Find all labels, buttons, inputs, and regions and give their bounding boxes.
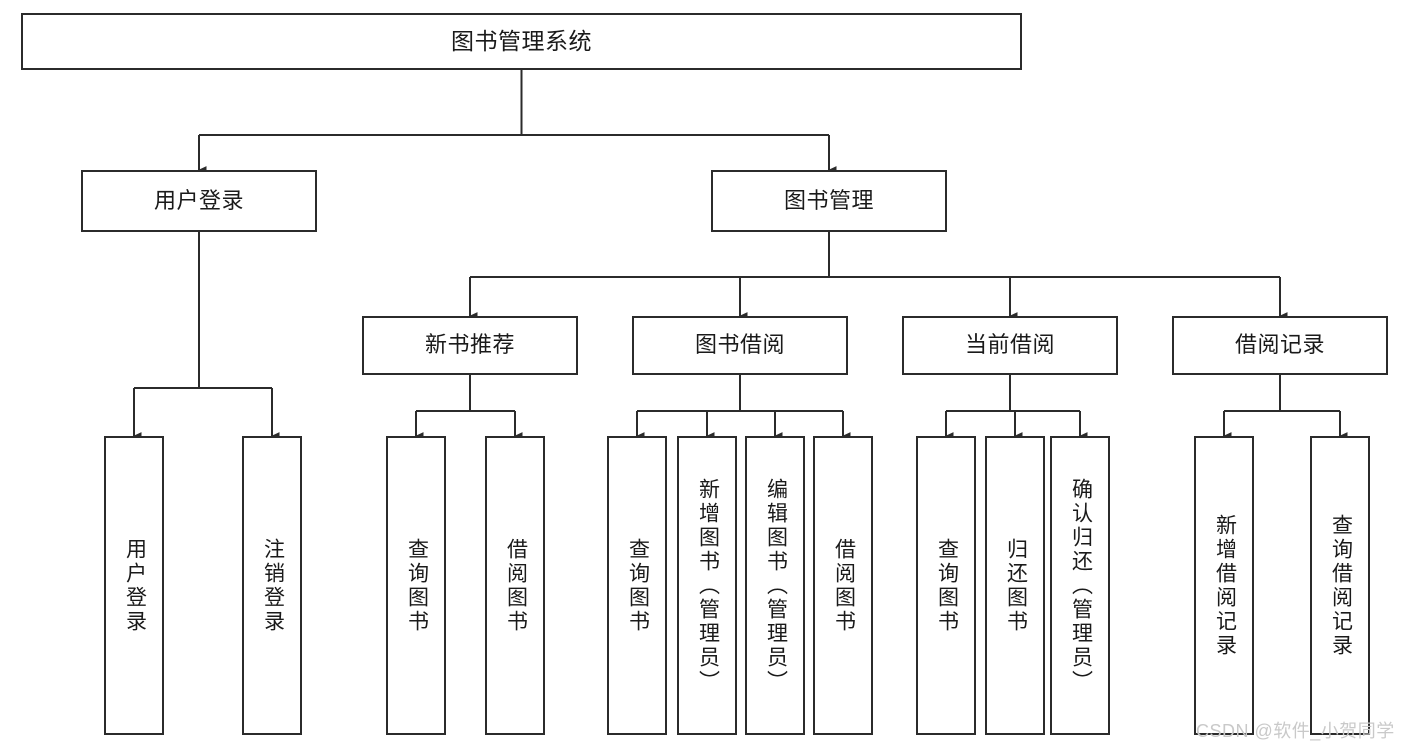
node-label: 查询借阅记录 <box>1329 513 1353 658</box>
node-label: 图书借阅 <box>694 332 785 358</box>
node-label: 借阅记录 <box>1234 332 1325 358</box>
node-leaf-confirm-return[interactable]: 确认归还（管理员） <box>1050 436 1110 735</box>
node-leaf-logout[interactable]: 注销登录 <box>242 436 302 735</box>
node-label: 查询图书 <box>935 537 959 634</box>
node-label: 确认归还（管理员） <box>1069 477 1093 694</box>
node-leaf-user-login[interactable]: 用户登录 <box>104 436 164 735</box>
node-l3-new-book-rec[interactable]: 新书推荐 <box>362 316 578 375</box>
node-leaf-query-book-2[interactable]: 查询图书 <box>607 436 667 735</box>
node-label: 当前借阅 <box>964 332 1055 358</box>
node-label: 新书推荐 <box>424 332 515 358</box>
node-label: 新增借阅记录 <box>1213 513 1237 658</box>
node-label: 用户登录 <box>153 187 244 213</box>
node-leaf-edit-book[interactable]: 编辑图书（管理员） <box>745 436 805 735</box>
node-l3-borrow-record[interactable]: 借阅记录 <box>1172 316 1388 375</box>
node-label: 注销登录 <box>261 537 285 634</box>
node-label: 图书管理系统 <box>451 27 592 54</box>
node-label: 归还图书 <box>1004 537 1028 634</box>
node-label: 图书管理 <box>783 187 874 213</box>
node-label: 借阅图书 <box>504 537 528 634</box>
node-leaf-return-book[interactable]: 归还图书 <box>985 436 1045 735</box>
node-label: 查询图书 <box>405 537 429 634</box>
node-leaf-query-book-3[interactable]: 查询图书 <box>916 436 976 735</box>
node-leaf-add-record[interactable]: 新增借阅记录 <box>1194 436 1254 735</box>
node-root[interactable]: 图书管理系统 <box>21 13 1022 70</box>
node-leaf-borrow-book-1[interactable]: 借阅图书 <box>485 436 545 735</box>
node-label: 编辑图书（管理员） <box>764 477 788 694</box>
node-leaf-query-record[interactable]: 查询借阅记录 <box>1310 436 1370 735</box>
node-leaf-query-book-1[interactable]: 查询图书 <box>386 436 446 735</box>
node-label: 查询图书 <box>626 537 650 634</box>
node-leaf-borrow-book-2[interactable]: 借阅图书 <box>813 436 873 735</box>
node-leaf-add-book[interactable]: 新增图书（管理员） <box>677 436 737 735</box>
csdn-watermark: CSDN @软件_小贺同学 <box>1196 721 1395 741</box>
node-label: 借阅图书 <box>832 537 856 634</box>
node-l3-current-borrow[interactable]: 当前借阅 <box>902 316 1118 375</box>
node-l3-book-borrow[interactable]: 图书借阅 <box>632 316 848 375</box>
node-l2-user-login[interactable]: 用户登录 <box>81 170 317 232</box>
node-label: 用户登录 <box>123 537 147 634</box>
node-label: 新增图书（管理员） <box>696 477 720 694</box>
node-l2-book-mgmt[interactable]: 图书管理 <box>711 170 947 232</box>
